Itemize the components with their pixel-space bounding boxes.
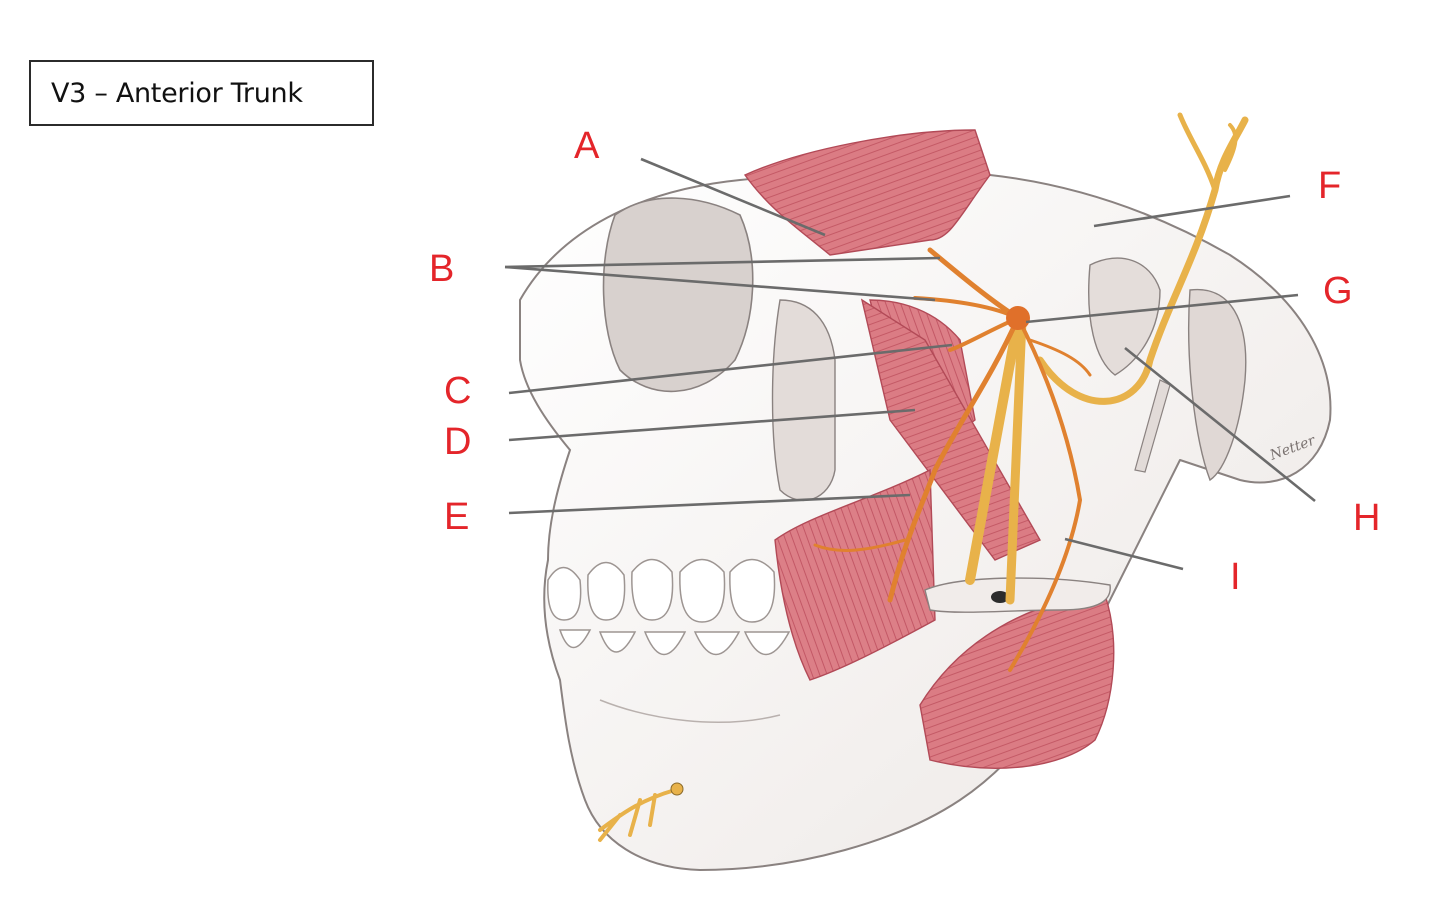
label-D: D	[444, 421, 471, 463]
leader-lines	[504, 157, 1316, 571]
label-I: I	[1230, 556, 1241, 598]
label-E: E	[444, 496, 469, 538]
orbit	[602, 197, 754, 393]
leader-D	[508, 408, 916, 442]
labels: A B C D E F G H I	[429, 125, 1380, 598]
leader-E	[508, 493, 911, 515]
leader-B1	[504, 256, 941, 269]
label-F: F	[1318, 165, 1341, 207]
label-H: H	[1353, 497, 1380, 539]
ramus-cut	[924, 577, 1111, 613]
zygomatic-cut	[771, 299, 836, 501]
leader-F	[1093, 194, 1291, 228]
label-A: A	[574, 125, 600, 167]
medial-pterygoid	[860, 298, 1041, 561]
label-C: C	[444, 370, 471, 412]
leader-B2	[504, 265, 936, 302]
muscles	[743, 129, 1115, 769]
title-box: V3 – Anterior Trunk	[29, 60, 374, 126]
leader-A	[640, 157, 826, 237]
buccinator-muscle	[774, 468, 936, 681]
temporalis-muscle	[743, 129, 991, 256]
skull: Netter	[519, 166, 1332, 872]
label-G: G	[1323, 270, 1353, 312]
teeth-upper	[547, 558, 776, 623]
masseter-cut	[919, 594, 1115, 769]
teeth-lower	[558, 629, 791, 656]
label-B: B	[429, 248, 454, 290]
leader-H	[1124, 346, 1316, 503]
leader-G	[1025, 293, 1299, 324]
diagram-title: V3 – Anterior Trunk	[51, 77, 303, 109]
leader-C	[508, 343, 953, 395]
leader-I	[1064, 537, 1184, 571]
